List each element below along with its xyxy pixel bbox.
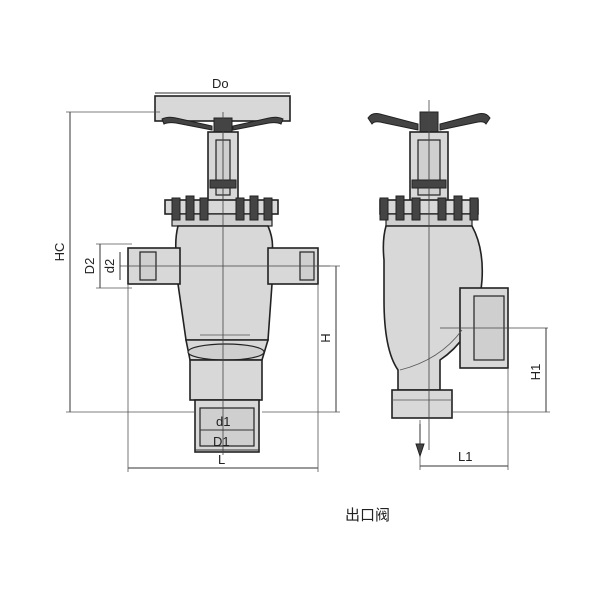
label-d1-lower: d1 [216,414,230,429]
label-hc: HC [52,243,67,262]
bonnet-flange-side [379,195,479,227]
label-do: Do [212,76,229,91]
caption: 出口阀 [345,506,390,524]
front-view: Do HC D2 d2 H d1 [52,76,340,472]
dimension-bottom: d1 D1 L [127,284,319,472]
label-h1: H1 [528,364,543,381]
dimension-h1: H1 [452,328,550,413]
dimension-h: H [262,265,340,413]
label-d2-upper: D2 [82,258,97,275]
label-d2-lower: d2 [102,259,117,273]
dimension-do: Do [155,76,290,94]
flow-arrow-icon [415,424,425,458]
valve-body-front [127,225,319,453]
handwheel-front [154,95,291,133]
label-h: H [318,333,333,342]
dimension-d2: D2 d2 [82,243,132,289]
label-d1-upper: D1 [213,434,230,449]
label-l: L [218,452,225,467]
dimension-hc: HC [52,111,195,413]
bonnet-flange-front [164,195,279,227]
side-view: H1 L1 [367,100,550,470]
valve-body-side [382,225,509,419]
label-l1: L1 [458,449,472,464]
dimension-l1: L1 [419,368,509,470]
